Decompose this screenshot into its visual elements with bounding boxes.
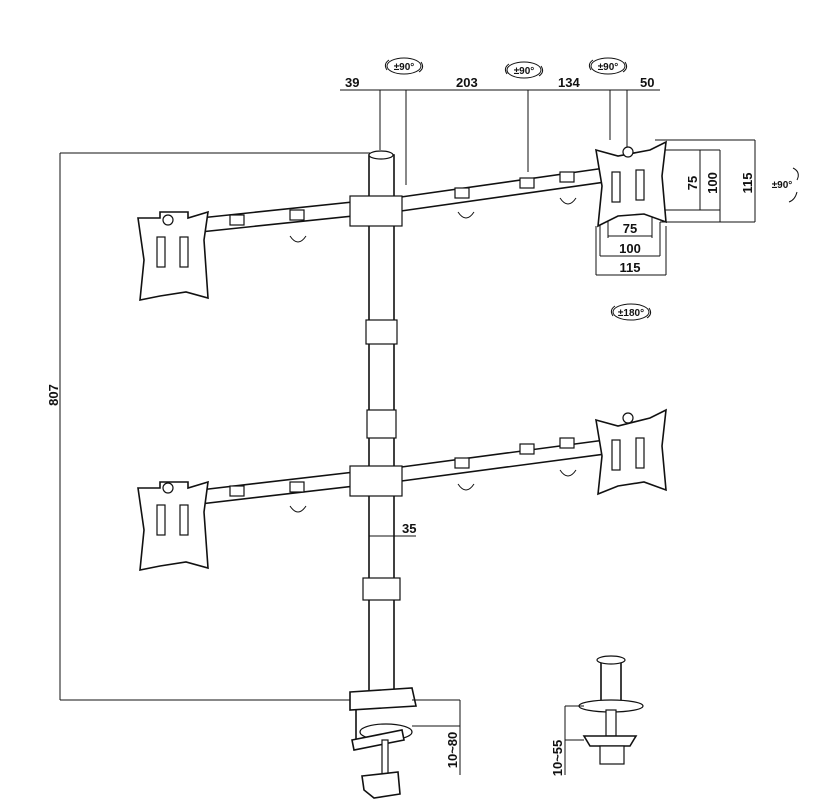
vesa-w3-label: 115 [620, 260, 641, 275]
vesa-h1-label: 75 [685, 176, 700, 190]
rotation-badge-swivel: ±180° [610, 303, 652, 321]
height-label: 807 [46, 384, 61, 406]
vesa-h3-label: 115 [740, 173, 755, 194]
vesa-plate-lower-right [595, 408, 667, 496]
vesa-plate-upper-left [137, 210, 209, 301]
rotation-badge-arm-2: ±90° [504, 61, 544, 79]
grommet-range-label: 10~55 [550, 740, 565, 777]
pole-diameter-label: 35 [402, 521, 416, 536]
rotation-badge-arm-1: ±90° [384, 57, 424, 75]
top-dimensions: 39 203 134 50 [340, 75, 660, 185]
height-dimension: 807 [46, 152, 370, 701]
upper-arm-assembly [199, 167, 606, 243]
vesa-dimensions: 75 100 115 75 100 115 [595, 139, 756, 276]
desk-clamp: 10~80 [349, 687, 461, 799]
pole [362, 150, 401, 701]
dim-top-d: 50 [640, 75, 654, 90]
vesa-plate-lower-left [137, 480, 209, 571]
rotation-label-arm-3: ±90° [598, 62, 619, 73]
vesa-plate-upper-right [595, 140, 667, 228]
rotation-badge-arm-3: ±90° [588, 57, 628, 75]
vesa-w2-label: 100 [619, 241, 641, 256]
vesa-h2-label: 100 [705, 172, 720, 194]
grommet-mount: 10~55 [550, 655, 644, 777]
rotation-label-swivel: ±180° [618, 308, 644, 319]
rotation-label-tilt: ±90° [772, 180, 793, 191]
dim-top-c: 134 [558, 75, 580, 90]
rotation-label-arm-1: ±90° [394, 62, 415, 73]
rotation-label-arm-2: ±90° [514, 66, 535, 77]
vesa-w1-label: 75 [623, 221, 637, 236]
rotation-badge-tilt: ±90° [772, 167, 799, 203]
clamp-range-label: 10~80 [445, 732, 460, 769]
dim-top-a: 39 [345, 75, 359, 90]
dim-top-b: 203 [456, 75, 478, 90]
lower-arm-assembly [199, 437, 606, 513]
pole-diameter-dimension: 35 [369, 521, 416, 537]
